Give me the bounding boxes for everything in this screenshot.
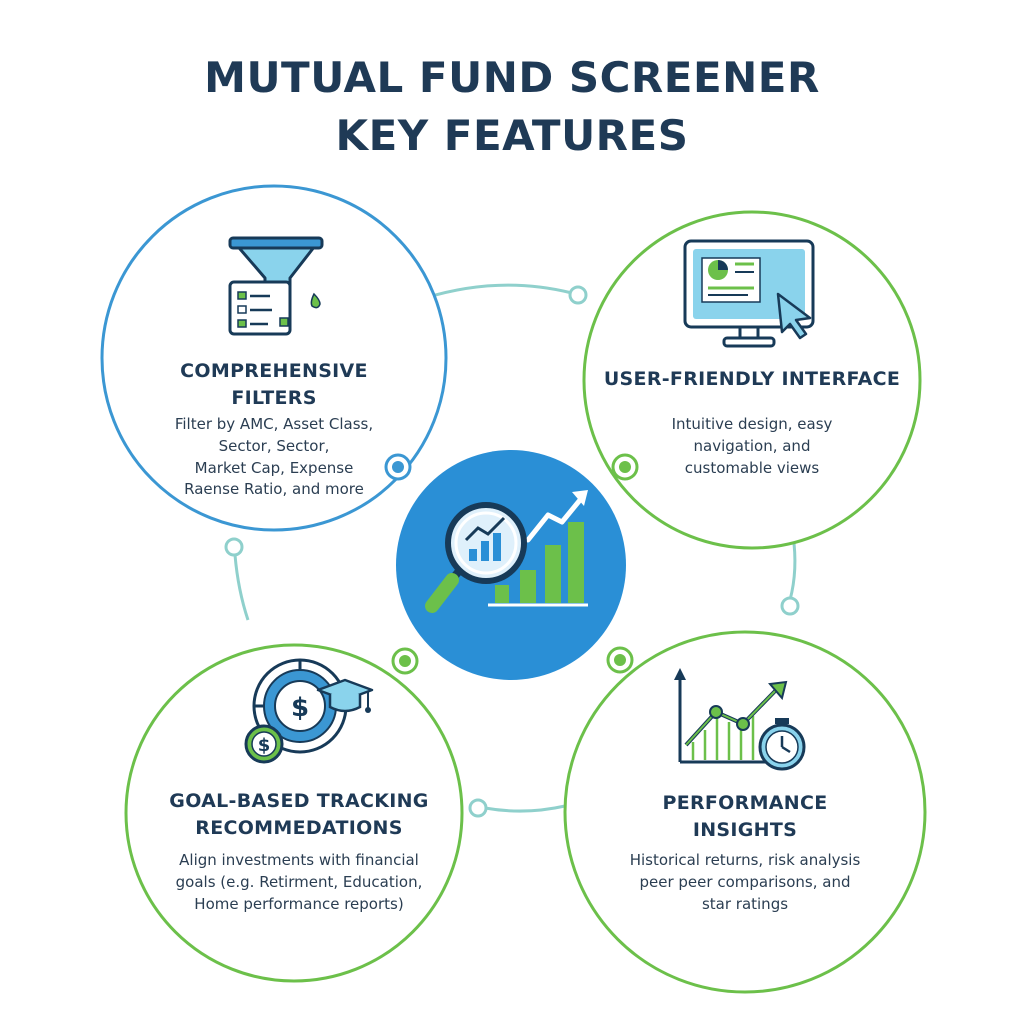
feature-heading-interface: USER-FRIENDLY INTERFACE — [592, 366, 912, 393]
feature-circle-filters — [100, 184, 448, 532]
feature-circle-performance — [563, 630, 927, 994]
feature-heading-filters: COMPREHENSIVE FILTERS — [134, 358, 414, 411]
feature-desc-line: star ratings — [701, 894, 789, 913]
page-title-line2: KEY FEATURES — [335, 111, 689, 160]
svg-text:$: $ — [291, 693, 309, 723]
feature-heading-filters-line2: FILTERS — [231, 386, 317, 409]
ring-node-filters — [384, 453, 412, 481]
magnifier-growth-chart-icon — [396, 450, 626, 680]
feature-heading-interface-line1: USER-FRIENDLY INTERFACE — [603, 368, 901, 390]
feature-heading-goals-line2: RECOMMEDATIONS — [195, 816, 403, 839]
connector-node-left — [224, 537, 244, 557]
monitor-dashboard-icon — [683, 239, 815, 348]
feature-desc-performance: Historical returns, risk analysis peer p… — [597, 850, 893, 915]
feature-desc-line: Intuitive design, easy — [671, 415, 833, 433]
feature-desc-interface: Intuitive design, easy navigation, and c… — [622, 414, 882, 479]
feature-desc-line: customable views — [684, 458, 820, 477]
target-goal-icon: $ $ — [244, 658, 374, 764]
connector-bottom — [484, 804, 566, 813]
feature-desc-line: Historical returns, risk analysis — [629, 851, 861, 869]
connector-node-top — [568, 285, 588, 305]
svg-text:$: $ — [258, 735, 271, 756]
ring-node-interface — [611, 453, 639, 481]
feature-desc-filters: Filter by AMC, Asset Class, Sector, Sect… — [144, 414, 404, 501]
feature-circle-interface — [582, 210, 922, 550]
feature-desc-goals: Align investments with financial goals (… — [144, 850, 454, 915]
feature-desc-line: peer peer comparisons, and — [639, 872, 851, 891]
feature-desc-line: Home performance reports) — [194, 894, 404, 913]
feature-desc-line: Align investments with financial — [179, 851, 419, 869]
ring-node-goals — [391, 647, 419, 675]
funnel-filter-icon — [228, 236, 324, 336]
feature-heading-filters-line1: COMPREHENSIVE — [180, 360, 368, 382]
feature-circle-goals — [124, 643, 464, 983]
connector-node-right — [780, 596, 800, 616]
connector-node-bottom — [468, 798, 488, 818]
feature-desc-line: goals (e.g. Retirment, Education, — [175, 872, 423, 891]
connector-top — [424, 283, 573, 300]
feature-heading-performance-line1: PERFORMANCE — [662, 792, 828, 814]
line-chart-stopwatch-icon — [674, 668, 806, 771]
feature-desc-line: Sector, Sector, — [218, 436, 330, 455]
feature-heading-performance: PERFORMANCE INSIGHTS — [597, 790, 893, 843]
feature-heading-goals: GOAL-BASED TRACKING RECOMMEDATIONS — [144, 788, 454, 841]
feature-desc-line: Filter by AMC, Asset Class, — [174, 415, 374, 433]
connector-left — [233, 554, 250, 621]
feature-desc-line: navigation, and — [693, 436, 811, 455]
page-title-line1: MUTUAL FUND SCREENER — [204, 53, 820, 102]
feature-desc-line: Raense Ratio, and more — [184, 480, 364, 499]
feature-heading-goals-line1: GOAL-BASED TRACKING — [169, 790, 429, 812]
feature-desc-line: Market Cap, Expense — [194, 458, 354, 477]
ring-node-performance — [606, 646, 634, 674]
feature-heading-performance-line2: INSIGHTS — [692, 818, 798, 841]
